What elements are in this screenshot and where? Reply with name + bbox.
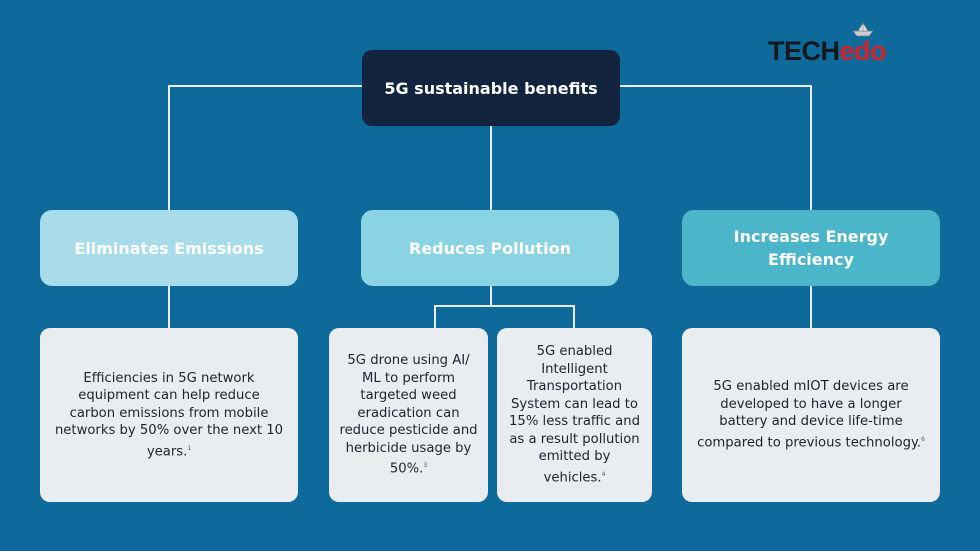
connector-root-left [168,85,362,210]
leaf-text: Efficiencies in 5G network equipment can… [54,370,284,459]
category-label: Eliminates Emissions [74,238,264,258]
logo-text-edo: edo [839,36,887,66]
logo-wordmark: TECHedo [768,36,887,67]
footnote-ref: 4 [601,470,606,478]
leaf-text: 5G enabled mIOT devices are developed to… [697,379,925,451]
category-label: Reduces Pollution [408,238,572,258]
leaf-pollution-transport: 5G enabled Intelligent Transportation Sy… [497,328,652,502]
category-reduces-pollution: Reduces Pollution [361,210,619,286]
leaf-text: 5G enabled Intelligent Transportation Sy… [509,344,640,486]
logo-text-tech: TECH [768,36,840,66]
footnote-ref: 1 [187,444,192,452]
footnote-ref: 6 [921,435,925,443]
root-node: 5G sustainable benefits [362,50,620,126]
category-increases-energy-efficiency: Increases Energy Efficiency [682,210,940,286]
connector-middle-split [434,286,575,328]
connector-root-right [620,85,812,210]
techedo-logo: TECHedo [768,22,918,72]
leaf-pollution-drone: 5G drone using AI/ ML to perform targete… [329,328,488,502]
leaf-emissions-network: Efficiencies in 5G network equipment can… [40,328,298,502]
leaf-text: 5G drone using AI/ ML to perform targete… [339,353,478,477]
footnote-ref: 3 [423,462,428,470]
root-label: 5G sustainable benefits [384,78,598,98]
category-eliminates-emissions: Eliminates Emissions [40,210,298,286]
leaf-energy-miot: 5G enabled mIOT devices are developed to… [682,328,940,502]
paper-boat-icon [852,22,874,37]
category-label: Increases Energy Efficiency [733,227,889,269]
